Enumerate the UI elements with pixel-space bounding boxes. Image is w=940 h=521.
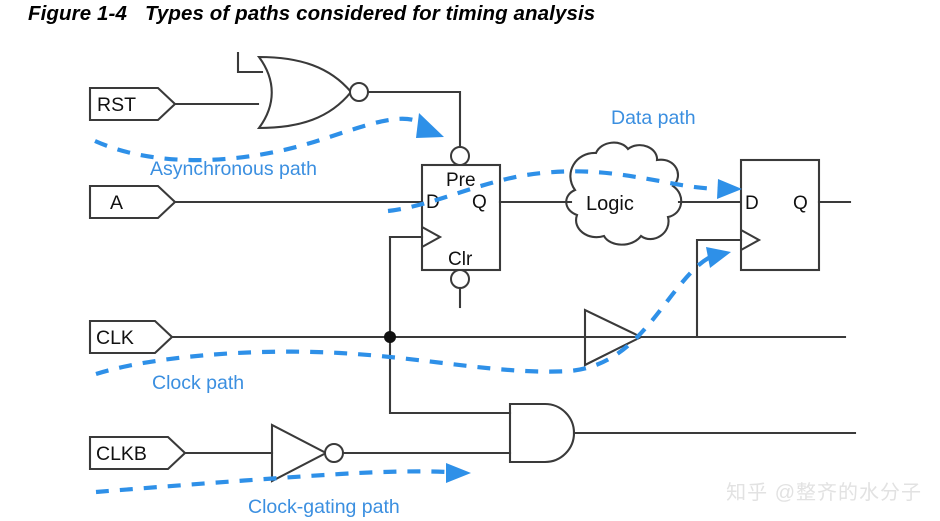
clk-junction-dot (384, 331, 396, 343)
port-clkb-label: CLKB (96, 443, 147, 465)
figure-title: Types of paths considered for timing ana… (144, 2, 596, 25)
figure-caption: Figure 1-4 Types of paths considered for … (28, 2, 595, 26)
nor-gate (236, 51, 462, 149)
port-a-label: A (110, 192, 123, 214)
ff1-pin-clr: Clr (448, 249, 473, 270)
ff1-pin-pre: Pre (446, 170, 476, 191)
asynchronous-path-label: Asynchronous path (150, 158, 317, 180)
ff2-pin-d: D (745, 193, 759, 214)
port-rst: RST (88, 86, 260, 122)
ff2-pin-q: Q (793, 193, 808, 214)
clock-buffer (583, 308, 644, 367)
ff1-pin-d: D (426, 192, 440, 213)
logic-cloud: Logic (565, 141, 743, 246)
port-rst-label: RST (97, 94, 136, 116)
annotation-data-path: Data path (387, 107, 742, 214)
clock-gating-path-arrowhead (446, 463, 471, 483)
and-gate (508, 402, 857, 464)
flipflop-2: D Q (695, 158, 852, 339)
annotation-clock-gating-path: Clock-gating path (95, 463, 471, 518)
port-clk: CLK (88, 235, 847, 415)
port-clkb: CLKB (88, 435, 274, 471)
logic-cloud-label: Logic (586, 193, 634, 215)
figure-number: Figure 1-4 (28, 2, 127, 25)
clock-gating-path-label: Clock-gating path (248, 496, 400, 518)
asynchronous-path-arrowhead (416, 113, 444, 138)
data-path-label: Data path (611, 107, 696, 129)
annotation-asynchronous-path: Asynchronous path (94, 113, 444, 180)
clock-path-arrowhead (706, 247, 731, 268)
clock-path-label: Clock path (152, 372, 244, 394)
flipflop-1: D Q Pre Clr (388, 146, 573, 309)
ff1-pin-q: Q (472, 192, 487, 213)
port-clk-label: CLK (96, 327, 134, 349)
annotation-clock-path: Clock path (95, 247, 731, 394)
inverter (270, 423, 512, 483)
data-path-arrowhead (717, 179, 742, 199)
port-a: A (88, 184, 424, 220)
watermark: 知乎 @整齐的水分子 (726, 482, 922, 504)
